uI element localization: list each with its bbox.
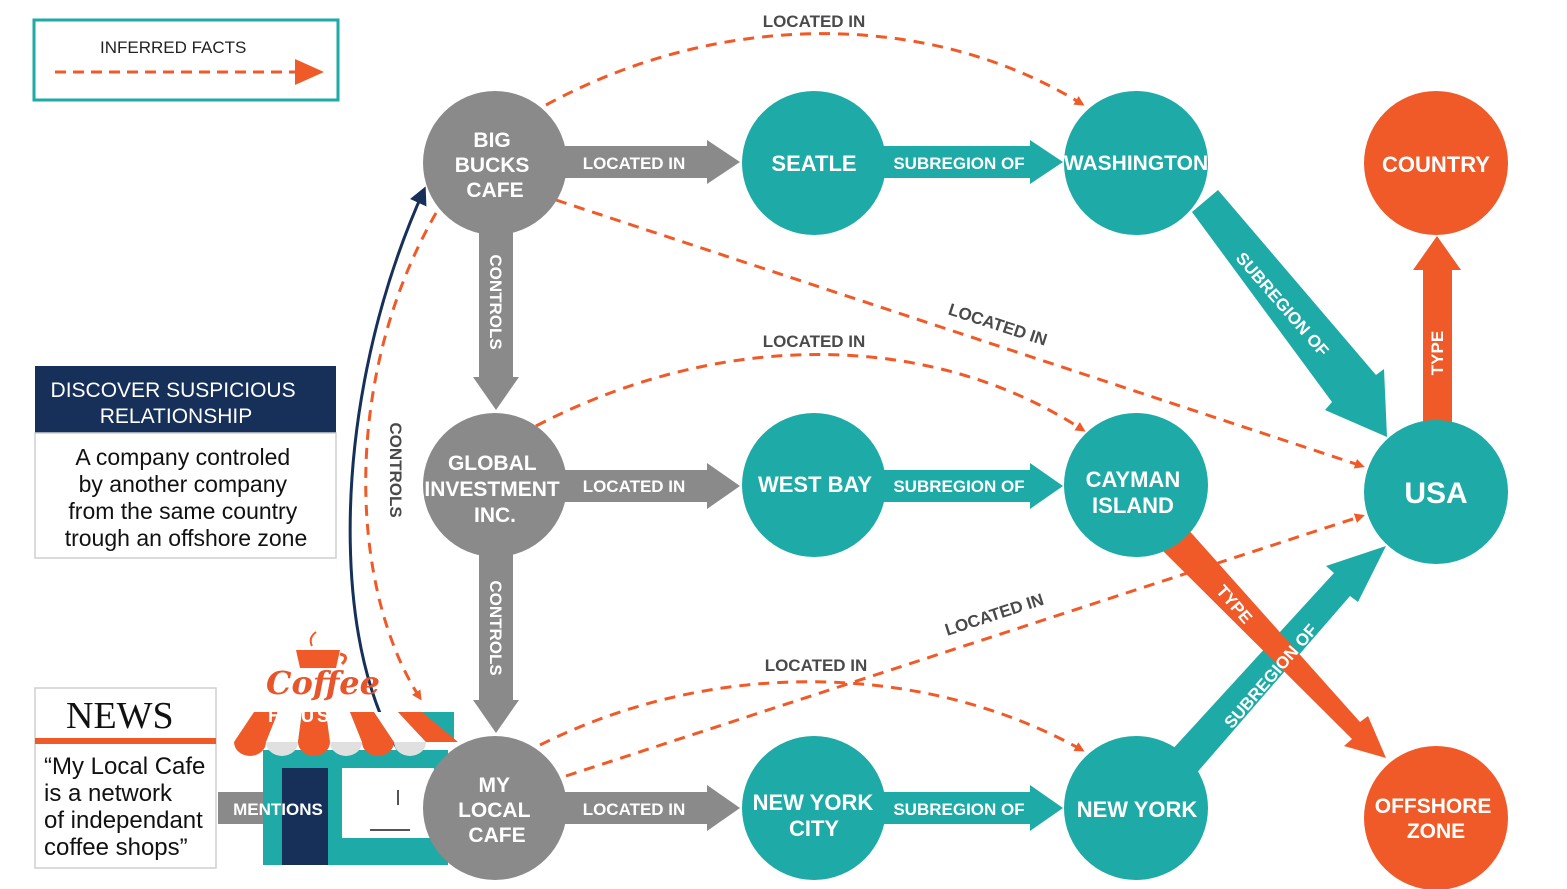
coffee-house-illustration: Coffee HOUSE — [234, 631, 458, 865]
coffee-logo-text: Coffee — [266, 664, 380, 702]
inferred-bigbucks-mylocal-controls — [364, 212, 438, 701]
edge-seatle-washington — [880, 140, 1063, 184]
node-offshore-zone: OFFSHORE ZONE — [1364, 746, 1508, 889]
node-seatle: SEATLE — [742, 91, 886, 235]
edge-westbay-cayman — [880, 463, 1063, 509]
node-my-local-cafe: MY LOCAL CAFE — [423, 736, 567, 880]
node-global-investment: GLOBAL INVESTMENT INC. — [423, 413, 567, 557]
node-washington-label: WASHINGTON — [1064, 152, 1208, 175]
edge-global-controls-mylocal — [473, 547, 519, 733]
edge-bigbucks-seatle — [555, 140, 740, 184]
label-inferred-controls: CONTROLS — [386, 422, 405, 517]
label-global-located-in: LOCATED IN — [583, 477, 686, 496]
edge-usa-country — [1413, 236, 1461, 422]
node-new-york-label: NEW YORK — [1077, 797, 1198, 822]
node-country-label: COUNTRY — [1382, 152, 1490, 177]
callout-title: DISCOVER SUSPICIOUS RELATIONSHIP — [51, 379, 302, 428]
node-usa: USA — [1364, 420, 1508, 564]
node-washington: WASHINGTON — [1064, 91, 1208, 235]
inferred-mylocal-usa — [565, 513, 1365, 778]
shop-door — [282, 768, 328, 865]
legend-label: INFERRED FACTS — [100, 38, 246, 57]
inferred-mylocal-newyork — [539, 680, 1085, 752]
label-bigbucks-located-in: LOCATED IN — [583, 154, 686, 173]
news-box: NEWS “My Local Cafe is a network of inde… — [34, 687, 217, 869]
edge-global-westbay — [555, 463, 740, 509]
label-global-controls: CONTROLS — [486, 580, 505, 675]
node-cayman-island-label: CAYMAN ISLAND — [1086, 467, 1187, 518]
node-cayman-island: CAYMAN ISLAND — [1064, 413, 1208, 557]
edge-washington-usa — [1192, 190, 1387, 437]
news-box-frame — [34, 687, 217, 869]
node-big-bucks-cafe: BIG BUCKS CAFE — [423, 91, 567, 235]
node-my-local-cafe-label: MY LOCAL CAFE — [458, 774, 536, 847]
label-mentions: MENTIONS — [233, 800, 323, 819]
node-global-investment-label: GLOBAL INVESTMENT INC. — [424, 452, 565, 527]
inferred-bigbucks-washington — [545, 32, 1085, 107]
callout-body: A company controled by another company f… — [65, 444, 308, 551]
news-title: NEWS — [66, 695, 174, 737]
node-west-bay: WEST BAY — [742, 413, 886, 557]
node-west-bay-label: WEST BAY — [758, 472, 872, 497]
legend-arrowhead-icon — [295, 59, 324, 85]
label-inferred-mylocal-usa: LOCATED IN — [943, 590, 1046, 640]
node-new-york-city-label: NEW YORK CITY — [753, 790, 880, 841]
edge-bigbucks-controls-global — [473, 225, 519, 410]
edge-nyc-newyork — [880, 785, 1063, 831]
coffee-logo-subtext: HOUSE — [268, 706, 347, 726]
news-body: “My Local Cafe is a network of independa… — [44, 753, 212, 861]
coffee-cup-icon — [296, 631, 347, 668]
shop-window — [342, 768, 434, 838]
label-westbay-subregion-of: SUBREGION OF — [893, 477, 1024, 496]
shop-awning — [234, 712, 458, 756]
label-inferred-bigbucks-washington: LOCATED IN — [763, 12, 866, 31]
node-big-bucks-cafe-label: BIG BUCKS CAFE — [455, 129, 536, 202]
legend: INFERRED FACTS — [32, 18, 340, 102]
edge-cayman-offshore — [1160, 527, 1386, 758]
inferred-edges — [364, 32, 1365, 778]
edge-mylocal-nyc — [555, 785, 740, 831]
callout-header — [35, 366, 336, 433]
node-country: COUNTRY — [1364, 91, 1508, 235]
inferred-bigbucks-usa — [555, 198, 1365, 469]
inferred-global-cayman — [535, 353, 1086, 432]
label-nyc-subregion-of: SUBREGION OF — [893, 800, 1024, 819]
node-usa-label: USA — [1404, 477, 1467, 510]
callout-body-box — [34, 432, 337, 559]
label-inferred-mylocal-newyork: LOCATED IN — [765, 656, 868, 675]
discover-callout: DISCOVER SUSPICIOUS RELATIONSHIP A compa… — [34, 366, 337, 559]
label-usa-type: TYPE — [1428, 331, 1447, 375]
label-mylocal-located-in: LOCATED IN — [583, 800, 686, 819]
node-new-york-city: NEW YORK CITY — [742, 736, 886, 880]
fat-arrows — [473, 140, 1461, 831]
label-inferred-bigbucks-usa: LOCATED IN — [946, 300, 1049, 350]
node-new-york: NEW YORK — [1064, 736, 1208, 880]
label-inferred-global-cayman: LOCATED IN — [763, 332, 866, 351]
label-bigbucks-controls: CONTROLS — [486, 254, 505, 349]
legend-box — [32, 18, 340, 102]
node-offshore-zone-label: OFFSHORE ZONE — [1375, 795, 1498, 843]
label-seatle-subregion-of: SUBREGION OF — [893, 154, 1024, 173]
news-divider — [35, 738, 216, 744]
node-seatle-label: SEATLE — [771, 151, 856, 176]
